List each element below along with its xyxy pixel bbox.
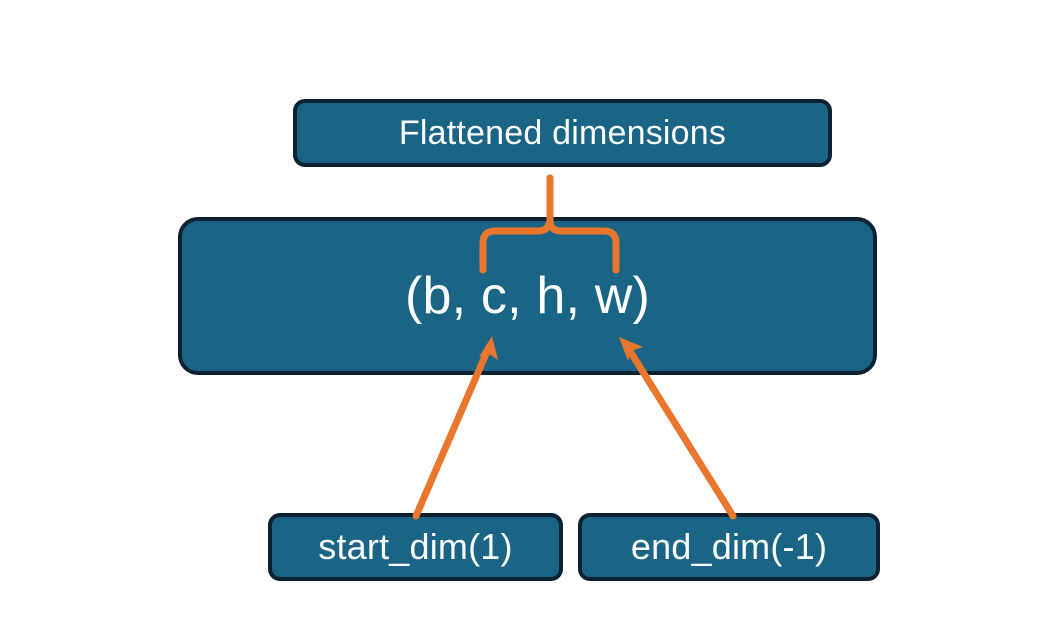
end-dim-label: end_dim(-1)	[630, 526, 828, 567]
flattened-dimensions-box: Flattened dimensions	[293, 99, 832, 167]
tensor-shape-label: (b, c, h, w)	[404, 267, 651, 325]
start-dim-label: start_dim(1)	[318, 526, 513, 567]
end-dim-box: end_dim(-1)	[578, 513, 880, 581]
start-dim-box: start_dim(1)	[268, 513, 563, 581]
flattened-dimensions-label: Flattened dimensions	[398, 114, 727, 152]
tensor-shape-box: (b, c, h, w)	[178, 217, 877, 375]
